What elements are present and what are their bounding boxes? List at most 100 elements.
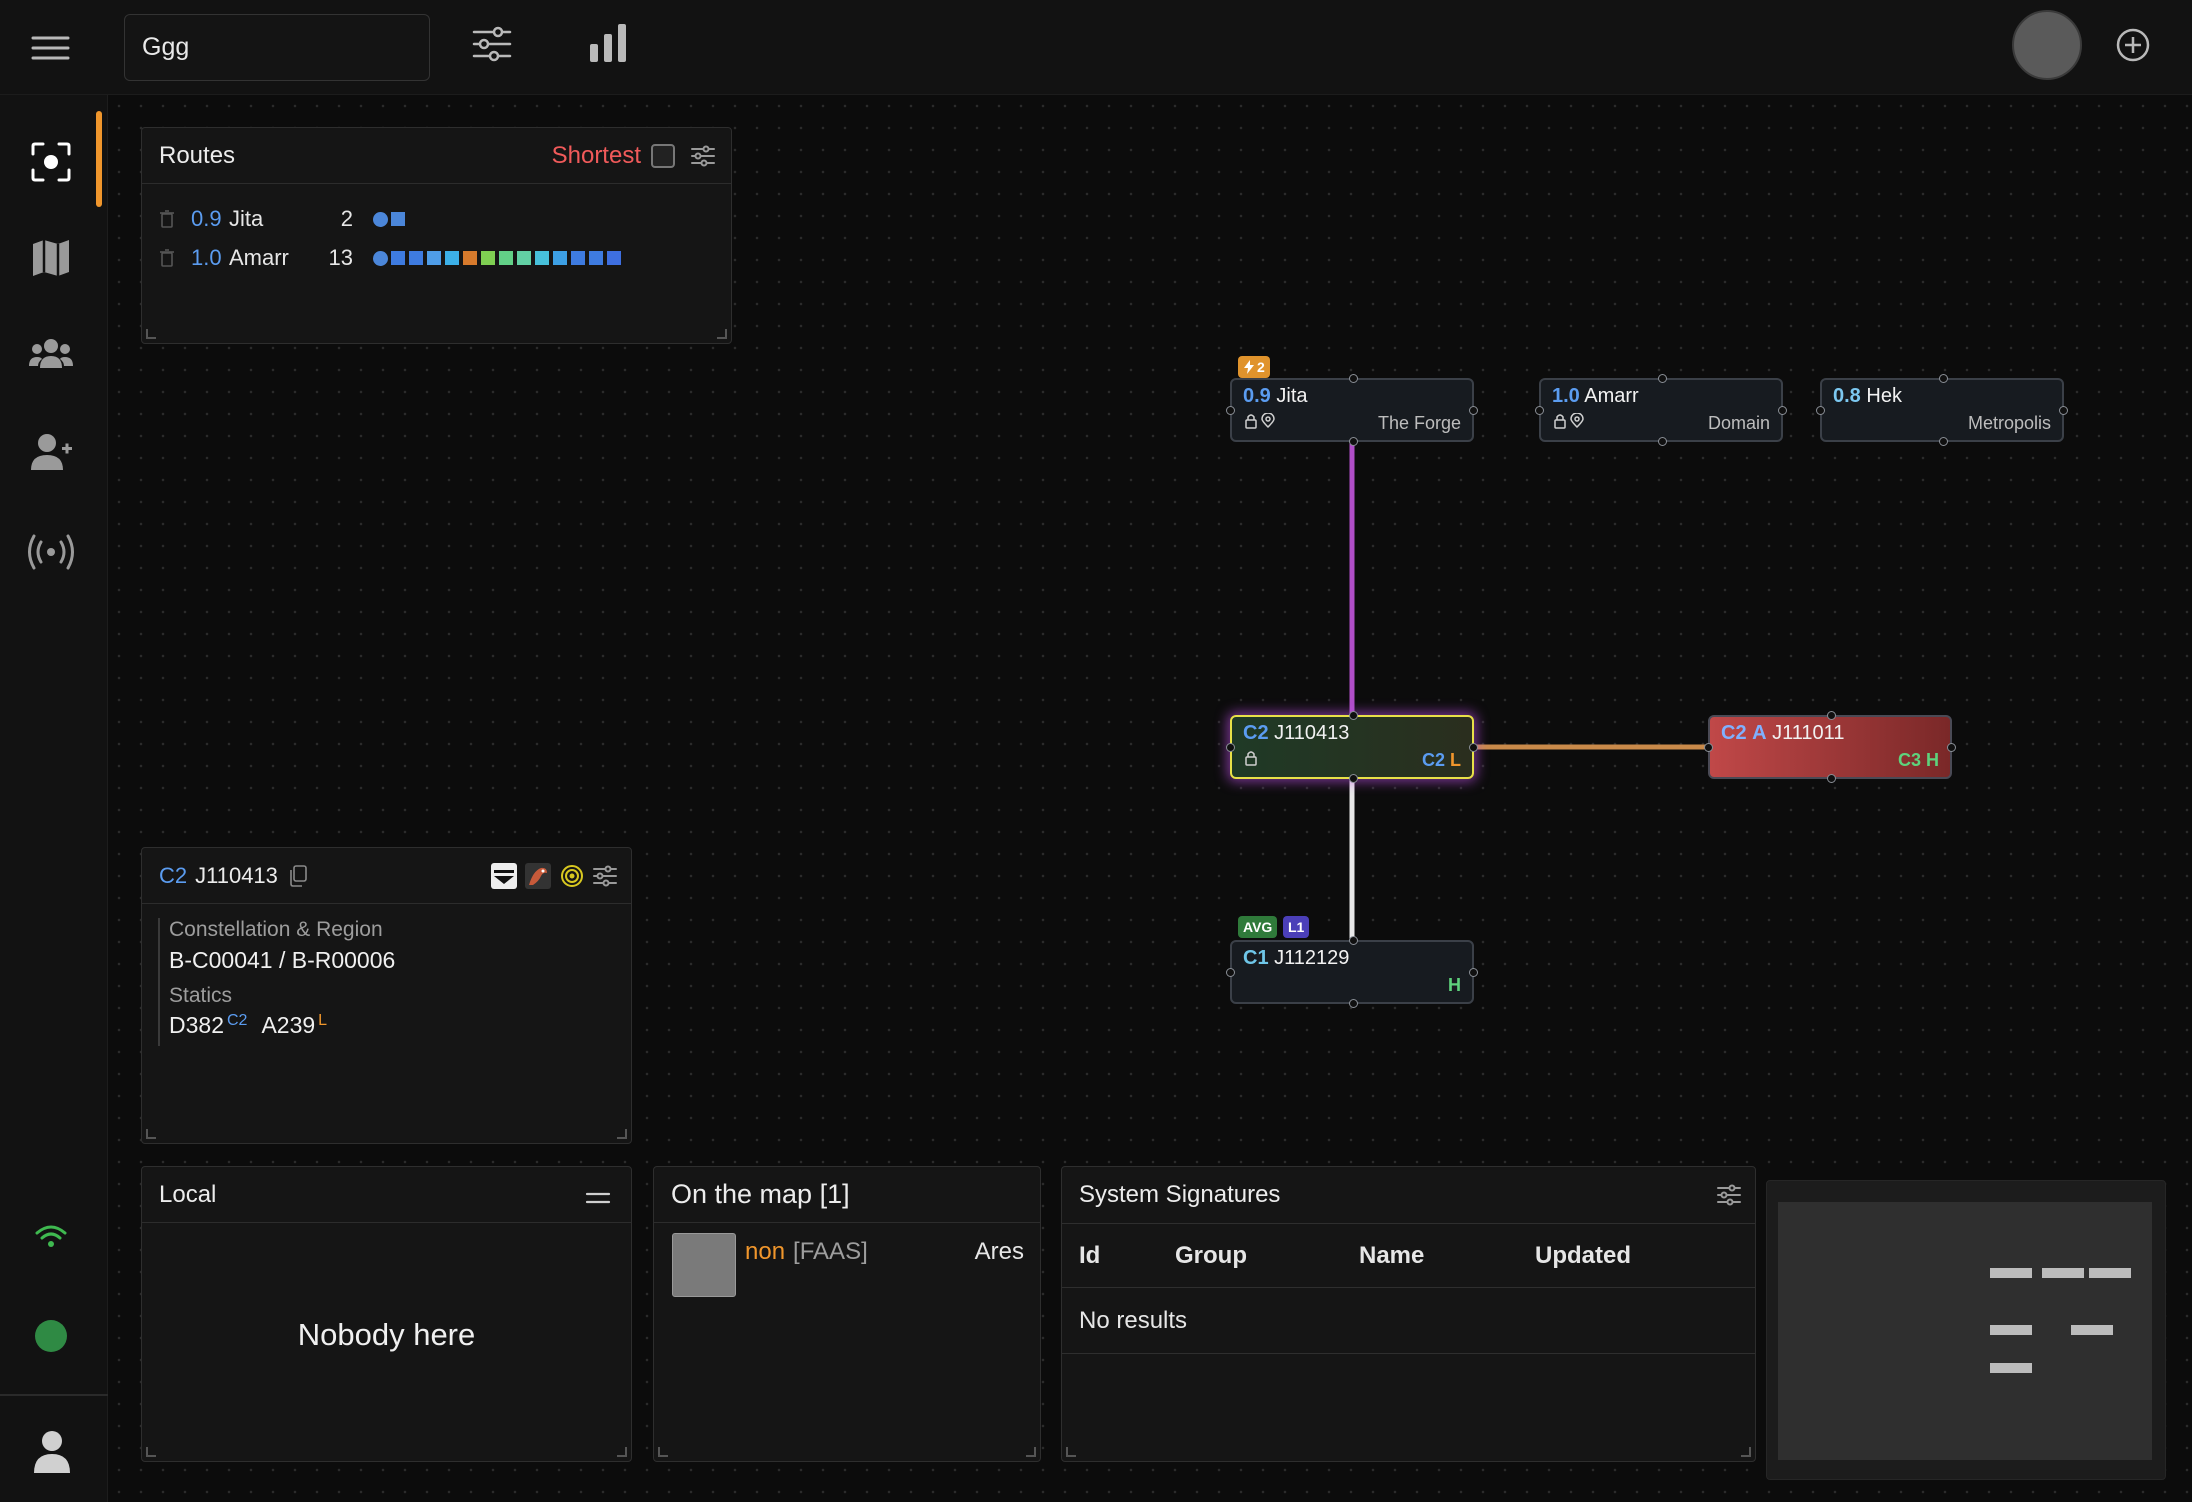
eve-logo-icon[interactable] bbox=[491, 863, 517, 889]
statics-left-rule bbox=[158, 986, 160, 1046]
resize-corner[interactable] bbox=[146, 1447, 156, 1457]
signatures-panel: System Signatures Id Group Name Updated … bbox=[1061, 1166, 1756, 1462]
user-avatar[interactable] bbox=[2012, 10, 2082, 80]
routes-title: Routes bbox=[159, 142, 235, 170]
l1-badge: L1 bbox=[1283, 916, 1309, 938]
signatures-table: Id Group Name Updated No results bbox=[1062, 1223, 1755, 1354]
resize-corner[interactable] bbox=[146, 329, 156, 339]
trash-icon[interactable] bbox=[159, 209, 177, 229]
filter-settings-icon[interactable] bbox=[470, 22, 514, 66]
top-bar: Ggg bbox=[0, 0, 2192, 95]
system-node-hek[interactable]: 0.8 Hek Metropolis bbox=[1820, 378, 2064, 442]
resize-corner[interactable] bbox=[617, 1129, 627, 1139]
node-class: C2 bbox=[1721, 722, 1747, 744]
node-security: 0.9 bbox=[1243, 385, 1271, 407]
system-settings-icon[interactable] bbox=[591, 862, 619, 890]
node-region: Metropolis bbox=[1968, 413, 2051, 434]
routes-panel: Routes Shortest 0.9 Jita 2 1.0 Amarr 13 bbox=[141, 127, 732, 344]
column-name[interactable]: Name bbox=[1342, 1224, 1518, 1288]
column-updated[interactable]: Updated bbox=[1518, 1224, 1755, 1288]
node-name: Hek bbox=[1866, 385, 1902, 407]
on-the-map-title: On the map [1] bbox=[671, 1179, 850, 1210]
lock-pin-icons bbox=[1244, 413, 1280, 434]
node-security: 1.0 bbox=[1552, 385, 1580, 407]
static-class: L bbox=[318, 1012, 327, 1030]
minimap-node bbox=[2089, 1268, 2131, 1278]
menu-icon[interactable] bbox=[28, 28, 74, 68]
on-the-map-panel: On the map [1] non [FAAS] Ares bbox=[653, 1166, 1041, 1462]
route-jump-square bbox=[391, 251, 405, 265]
resize-corner[interactable] bbox=[146, 1129, 156, 1139]
route-path bbox=[373, 251, 625, 266]
minimap[interactable] bbox=[1766, 1180, 2166, 1480]
static-name[interactable]: A239 bbox=[261, 1012, 315, 1039]
zkillboard-target-icon[interactable] bbox=[559, 863, 585, 889]
character-name: non bbox=[745, 1238, 785, 1266]
route-jump-square bbox=[571, 251, 585, 265]
profile-user-icon[interactable] bbox=[32, 1429, 72, 1473]
system-node-jita[interactable]: 0.9 Jita The Forge bbox=[1230, 378, 1474, 442]
route-row[interactable]: 0.9 Jita 2 bbox=[159, 204, 409, 234]
active-indicator bbox=[96, 111, 102, 207]
statics-list: D382 C2 A239 L bbox=[169, 1012, 327, 1039]
route-jump-square bbox=[607, 251, 621, 265]
character-row[interactable]: non [FAAS] Ares bbox=[672, 1233, 1024, 1299]
static-name[interactable]: D382 bbox=[169, 1012, 224, 1039]
node-statics: C2 L bbox=[1422, 750, 1461, 771]
route-row[interactable]: 1.0 Amarr 13 bbox=[159, 243, 625, 273]
map-search-input[interactable]: Ggg bbox=[124, 14, 430, 81]
map-focus-icon[interactable] bbox=[24, 135, 78, 189]
system-info-panel: C2 J110413 Constellation & Region B-C000… bbox=[141, 847, 632, 1144]
node-name: Jita bbox=[1276, 385, 1307, 407]
static-class: C2 bbox=[227, 1012, 247, 1030]
characters-group-icon[interactable] bbox=[24, 327, 78, 381]
copy-icon[interactable] bbox=[288, 864, 308, 888]
system-node-j110413[interactable]: C2 J110413 C2 L bbox=[1230, 715, 1474, 779]
node-name: J112129 bbox=[1274, 947, 1349, 969]
resize-corner[interactable] bbox=[717, 329, 727, 339]
node-name: J111011 bbox=[1772, 722, 1844, 744]
route-security: 0.9 bbox=[191, 206, 229, 232]
resize-corner[interactable] bbox=[1026, 1447, 1036, 1457]
node-name: J110413 bbox=[1274, 722, 1349, 744]
routes-mode-label[interactable]: Shortest bbox=[552, 142, 641, 170]
route-security: 1.0 bbox=[191, 245, 229, 271]
route-jump-square bbox=[409, 251, 423, 265]
column-group[interactable]: Group bbox=[1158, 1224, 1342, 1288]
system-node-j111011[interactable]: C2 A J111011 C3 H bbox=[1708, 715, 1952, 779]
constellation-label: Constellation & Region bbox=[169, 918, 383, 942]
system-node-j112129[interactable]: C1 J112129 H bbox=[1230, 940, 1474, 1004]
statistics-chart-icon[interactable] bbox=[586, 22, 630, 66]
node-effect: A bbox=[1752, 722, 1766, 744]
table-row: No results bbox=[1062, 1288, 1755, 1354]
signatures-settings-icon[interactable] bbox=[1715, 1181, 1743, 1209]
resize-corner[interactable] bbox=[658, 1447, 668, 1457]
table-header-row: Id Group Name Updated bbox=[1062, 1224, 1755, 1288]
node-class: C1 bbox=[1243, 947, 1269, 969]
local-menu-icon[interactable] bbox=[585, 1186, 611, 1204]
dotlan-eagle-icon[interactable] bbox=[525, 863, 551, 889]
trash-icon[interactable] bbox=[159, 248, 177, 268]
signatures-title: System Signatures bbox=[1079, 1181, 1280, 1209]
route-jumps: 13 bbox=[317, 245, 353, 271]
on-the-map-header: On the map [1] bbox=[654, 1167, 1040, 1223]
routes-settings-icon[interactable] bbox=[689, 142, 717, 170]
route-jump-square bbox=[535, 251, 549, 265]
local-header: Local bbox=[142, 1167, 631, 1223]
system-node-amarr[interactable]: 1.0 Amarr Domain bbox=[1539, 378, 1783, 442]
shortest-checkbox[interactable] bbox=[651, 144, 675, 168]
column-id[interactable]: Id bbox=[1062, 1224, 1158, 1288]
broadcast-signal-icon[interactable] bbox=[24, 525, 78, 579]
resize-corner[interactable] bbox=[1066, 1447, 1076, 1457]
add-circle-icon[interactable] bbox=[2114, 26, 2152, 64]
route-jump-square bbox=[517, 251, 531, 265]
node-security: 0.8 bbox=[1833, 385, 1861, 407]
statics-label: Statics bbox=[169, 984, 232, 1008]
routes-header: Routes Shortest bbox=[142, 128, 731, 184]
resize-corner[interactable] bbox=[1741, 1447, 1751, 1457]
add-user-icon[interactable] bbox=[24, 425, 78, 479]
route-jump-square bbox=[445, 251, 459, 265]
map-icon[interactable] bbox=[24, 231, 78, 285]
route-jump-square bbox=[481, 251, 495, 265]
resize-corner[interactable] bbox=[617, 1447, 627, 1457]
